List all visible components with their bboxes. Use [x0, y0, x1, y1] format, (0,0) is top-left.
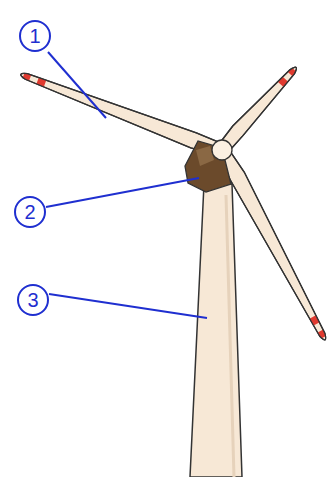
leader-line — [48, 52, 106, 118]
callout-number: 3 — [20, 287, 46, 313]
tower-shade — [226, 195, 234, 477]
rotor-blade — [211, 144, 331, 345]
callout-circle — [20, 21, 50, 51]
nacelle-shade — [196, 146, 214, 166]
callout-circle — [15, 197, 45, 227]
nacelle — [185, 141, 231, 192]
callout-number: 1 — [22, 23, 48, 49]
leader-line — [49, 294, 207, 318]
tower — [190, 184, 242, 477]
rotor-hub — [212, 140, 232, 160]
callout-number: 2 — [17, 199, 43, 225]
callout-circle — [18, 285, 48, 315]
leader-line — [46, 178, 199, 207]
